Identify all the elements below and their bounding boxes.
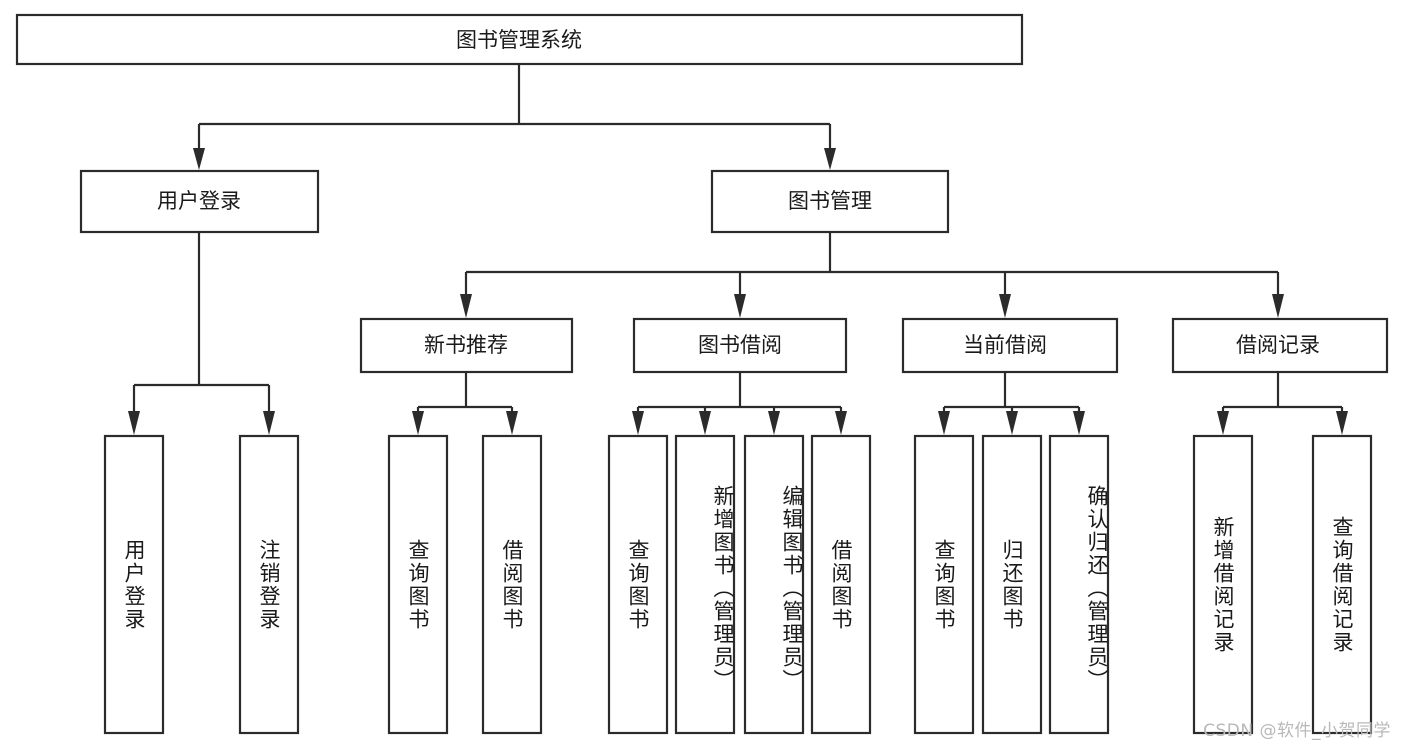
node-root-label: 图书管理系统 [456, 28, 582, 52]
leaf-box-user-login[interactable] [103, 434, 165, 735]
leaf-box-logout[interactable] [238, 434, 300, 735]
node-borrow-record-box[interactable] [1171, 317, 1389, 374]
leaf-box-br-add-record[interactable] [1192, 434, 1254, 735]
arrow-head-bb-leaf3 [768, 411, 780, 435]
connector-bookmanage-to-level3 [460, 232, 1284, 318]
node-root[interactable]: 图书管理系统 [15, 13, 1024, 66]
leaf-box-nb-borrow-book[interactable] [481, 434, 543, 735]
node-book-manage[interactable]: 图书管理 [710, 169, 950, 234]
node-user-login-label: 用户登录 [157, 189, 241, 213]
leaf-box-nb-query-book[interactable] [387, 434, 449, 735]
arrow-head-leaf-logout [263, 411, 275, 435]
arrow-head-user-login [193, 148, 205, 170]
connector-newbook-to-leaves [412, 373, 518, 435]
connector-root-to-level2 [193, 64, 836, 170]
leaf-box-cb-query-book[interactable] [913, 434, 975, 735]
arrow-head-newbook [460, 294, 472, 318]
arrow-head-bb-leaf4 [835, 411, 847, 435]
arrow-head-nb-leaf1 [412, 411, 424, 435]
csdn-watermark: CSDN @软件_小贺同学 [1203, 721, 1391, 741]
arrow-head-br-leaf2 [1336, 411, 1348, 435]
arrow-head-nb-leaf2 [506, 411, 518, 435]
arrow-head-currentborrow [999, 294, 1011, 318]
connector-bookborrow-to-leaves [632, 373, 847, 435]
node-borrow-record-label: 借阅记录 [1236, 333, 1320, 357]
arrow-head-cb-leaf1 [938, 411, 950, 435]
node-book-borrow[interactable]: 图书借阅 [632, 317, 848, 374]
node-user-login-box[interactable] [79, 169, 320, 234]
arrow-head-book-manage [824, 148, 836, 170]
arrow-head-borrowrecord [1272, 294, 1284, 318]
arrow-head-bb-leaf2 [699, 411, 711, 435]
node-current-borrow[interactable]: 当前借阅 [901, 317, 1119, 374]
connector-userlogin-to-leaves [128, 232, 275, 435]
arrow-head-bb-leaf1 [632, 411, 644, 435]
node-book-manage-box[interactable] [710, 169, 950, 234]
node-current-borrow-box[interactable] [901, 317, 1119, 374]
leaf-box-cb-confirm-return[interactable] [1048, 434, 1110, 735]
leaf-box-br-query-record[interactable] [1311, 434, 1373, 735]
node-book-manage-label: 图书管理 [788, 189, 872, 213]
node-root-box[interactable] [15, 13, 1024, 66]
node-borrow-record[interactable]: 借阅记录 [1171, 317, 1389, 374]
leaf-box-bb-add-book[interactable] [674, 434, 736, 735]
connector-currentborrow-to-leaves [938, 373, 1085, 435]
node-new-book-recommend-box[interactable] [359, 317, 574, 374]
node-current-borrow-label: 当前借阅 [963, 333, 1047, 357]
leaf-box-bb-edit-book[interactable] [743, 434, 805, 735]
leaf-box-bb-query-book[interactable] [607, 434, 669, 735]
node-new-book-recommend[interactable]: 新书推荐 [359, 317, 574, 374]
arrow-head-leaf-user-login [128, 411, 140, 435]
connector-borrowrecord-to-leaves [1217, 373, 1348, 435]
leaf-box-cb-return-book[interactable] [981, 434, 1043, 735]
arrow-head-cb-leaf3 [1073, 411, 1085, 435]
leaf-box-bb-borrow-book[interactable] [810, 434, 872, 735]
arrow-head-cb-leaf2 [1006, 411, 1018, 435]
node-new-book-recommend-label: 新书推荐 [424, 333, 508, 357]
node-book-borrow-label: 图书借阅 [698, 333, 782, 357]
node-user-login[interactable]: 用户登录 [79, 169, 320, 234]
node-book-borrow-box[interactable] [632, 317, 848, 374]
arrow-head-bookborrow [734, 294, 746, 318]
arrow-head-br-leaf1 [1217, 411, 1229, 435]
